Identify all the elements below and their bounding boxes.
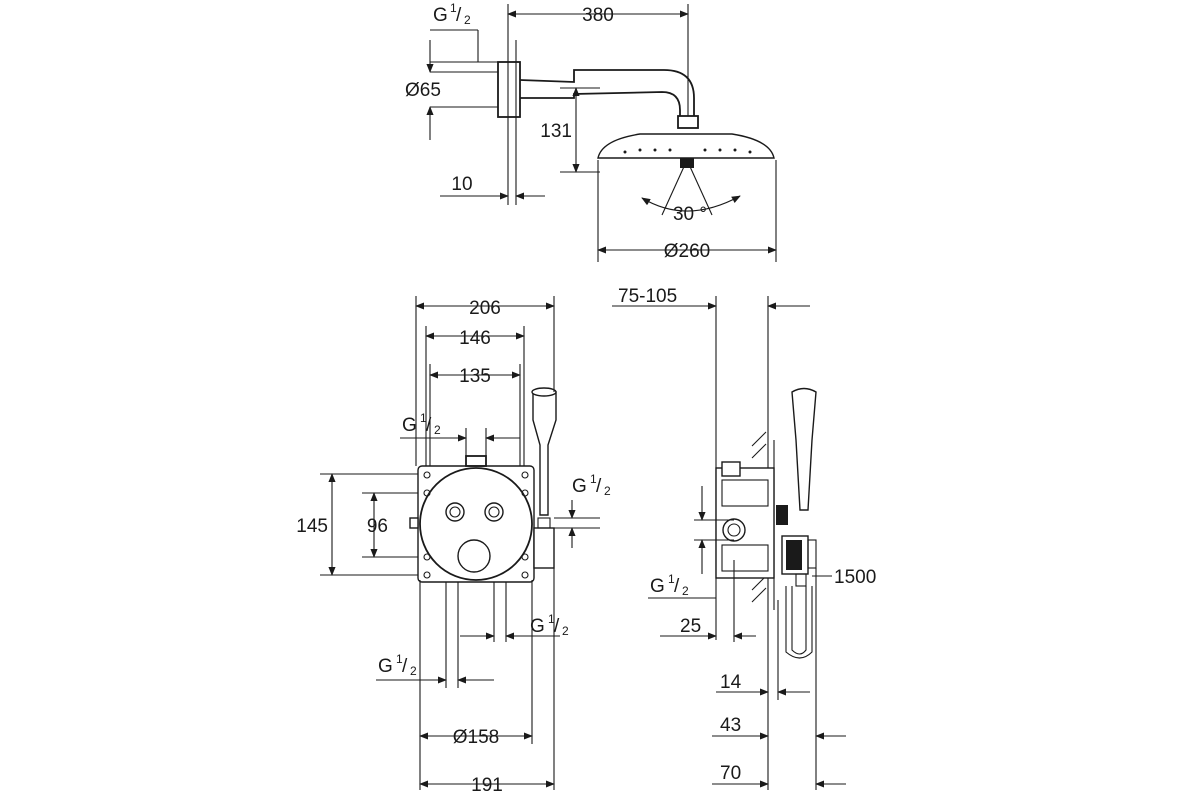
- side-port: [722, 518, 746, 542]
- svg-text:/: /: [674, 576, 680, 597]
- svg-text:2: 2: [682, 584, 689, 598]
- svg-text:/: /: [456, 5, 462, 26]
- side-body: [715, 467, 775, 579]
- dim-191-label: 191: [471, 775, 503, 796]
- dim-145-label: 145: [296, 516, 328, 537]
- svg-text:2: 2: [464, 13, 471, 27]
- svg-text:1: 1: [450, 1, 457, 15]
- thread-label-right: G: [572, 476, 587, 497]
- svg-text:2: 2: [434, 423, 441, 437]
- arm-connector: [677, 115, 699, 129]
- dim-135-label: 135: [459, 366, 491, 387]
- dim-14-label: 14: [720, 672, 742, 693]
- dim-146-label: 146: [459, 328, 491, 349]
- svg-text:1: 1: [548, 612, 555, 626]
- svg-text:1: 1: [396, 652, 403, 666]
- dim-131-label: 131: [540, 121, 572, 142]
- box-screws: [423, 471, 529, 579]
- thermostat-side-view: 75-105 G 1 / 2 25 1500 14 43: [612, 286, 876, 790]
- svg-text:1: 1: [420, 411, 427, 425]
- svg-text:/: /: [554, 616, 560, 637]
- thread-label-bottom-left: G: [378, 656, 393, 677]
- dim-dia65-label: Ø65: [405, 80, 441, 101]
- hand-shower: [532, 391, 557, 516]
- valve-button-right: [484, 502, 504, 522]
- svg-text:/: /: [596, 476, 602, 497]
- valve-button-left: [445, 502, 465, 522]
- dim-380-label: 380: [582, 5, 614, 26]
- dim-206-label: 206: [469, 298, 501, 319]
- wall-outlet-holder: [533, 527, 555, 569]
- top-inlet: [465, 455, 487, 467]
- wall-flange: [497, 61, 521, 118]
- svg-text:2: 2: [410, 664, 417, 678]
- svg-text:1: 1: [590, 472, 597, 486]
- shower-hose: [785, 586, 813, 659]
- dim-43-label: 43: [720, 715, 741, 736]
- svg-text:/: /: [402, 656, 408, 677]
- head-nozzle: [680, 158, 694, 168]
- dim-25-label: 25: [680, 616, 701, 637]
- svg-text:1: 1: [668, 572, 675, 586]
- dim-angle-label: 30 °: [673, 204, 707, 225]
- dim-dia158-label: Ø158: [453, 727, 499, 748]
- head-spray-dots: [623, 148, 752, 154]
- thread-label-top-g: G: [433, 5, 448, 26]
- thermostat-front-view: 206 146 135 G 1 / 2 145 96 G 1 / 2: [296, 296, 611, 796]
- side-knob: [776, 505, 788, 525]
- dim-dia260-label: Ø260: [664, 241, 710, 262]
- svg-text:2: 2: [604, 484, 611, 498]
- dim-1500-label: 1500: [834, 567, 876, 588]
- svg-text:/: /: [426, 415, 432, 436]
- shower-arm: [519, 69, 695, 116]
- shower-head: [597, 133, 775, 159]
- dim-75-105-label: 75-105: [618, 286, 677, 307]
- thread-label-bottom-right: G: [530, 616, 545, 637]
- dim-10-label: 10: [451, 174, 472, 195]
- dim-70-label: 70: [720, 763, 741, 784]
- temperature-knob: [457, 539, 491, 573]
- dim-96-label: 96: [367, 516, 388, 537]
- thread-label-side: G: [650, 576, 665, 597]
- hand-shower-side: [791, 387, 817, 511]
- thread-label-top-box: G: [402, 415, 417, 436]
- face-plate: [419, 467, 533, 581]
- svg-text:2: 2: [562, 624, 569, 638]
- overhead-shower-view: 380 G 1 / 2 Ø65 131 10 30 ° Ø260: [405, 1, 777, 262]
